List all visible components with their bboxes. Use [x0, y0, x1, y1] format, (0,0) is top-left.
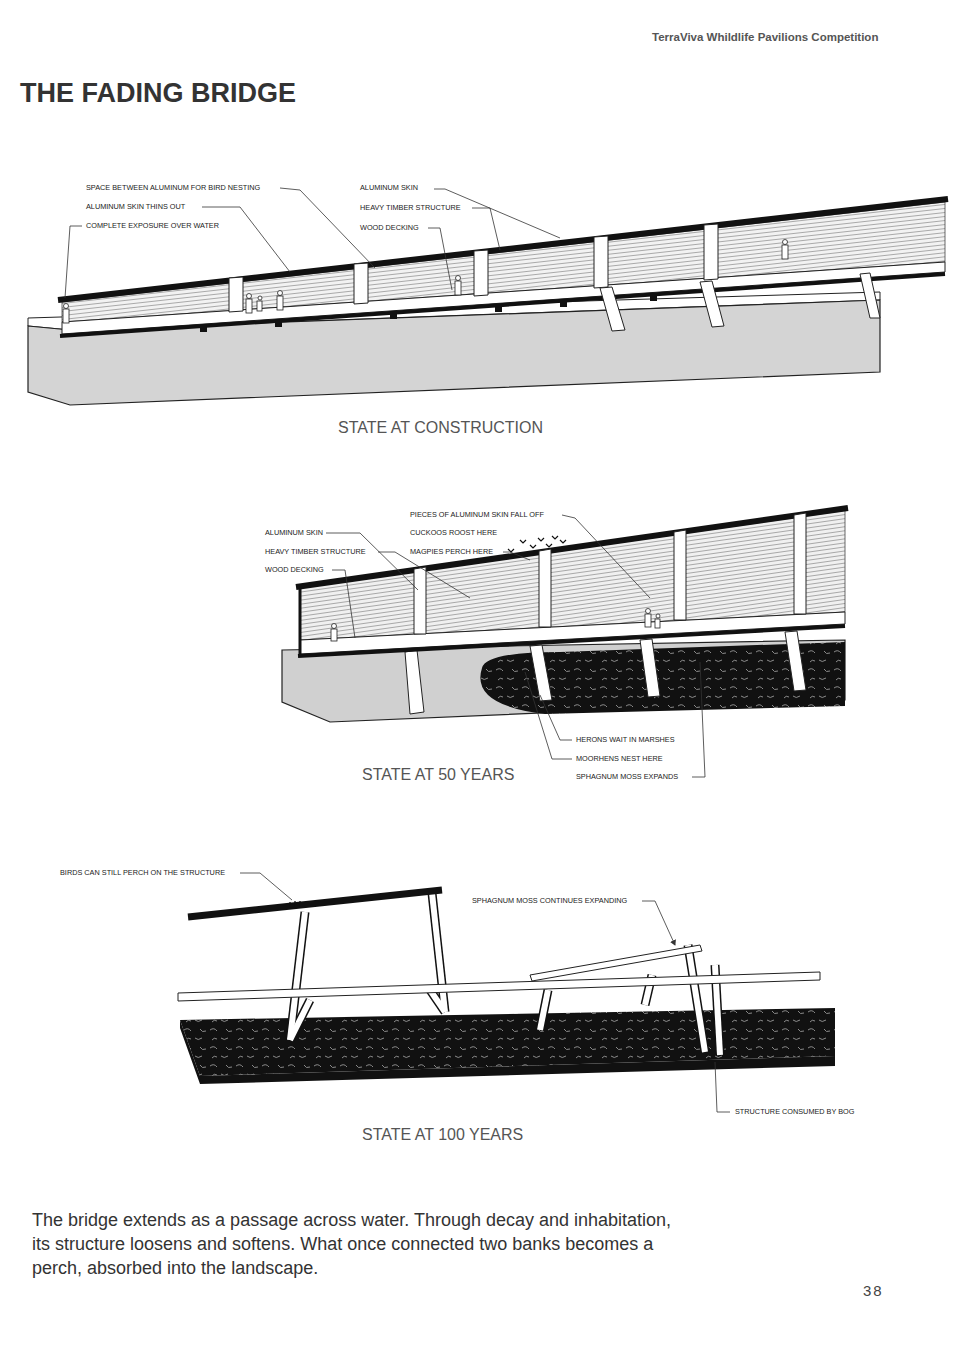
callout-label: CUCKOOS ROOST HERE — [410, 529, 497, 537]
page-number: 38 — [863, 1282, 884, 1299]
callout-label: HEAVY TIMBER STRUCTURE — [360, 204, 461, 212]
construction-state — [28, 199, 948, 405]
callout-label: PIECES OF ALUMINUM SKIN FALL OFF — [410, 511, 544, 519]
state-heading: STATE AT CONSTRUCTION — [338, 419, 543, 437]
callout-label: SPACE BETWEEN ALUMINUM FOR BIRD NESTING — [86, 184, 260, 192]
callout-label: HERONS WAIT IN MARSHES — [576, 736, 675, 744]
callout-label: WOOD DECKING — [265, 566, 324, 574]
caption-text: The bridge extends as a passage across w… — [32, 1208, 672, 1280]
fifty-year-state — [282, 508, 848, 722]
callout-label: MOORHENS NEST HERE — [576, 755, 663, 763]
callout-label: ALUMINUM SKIN THINS OUT — [86, 203, 185, 211]
callout-label: MAGPIES PERCH HERE — [410, 548, 493, 556]
callout-label: HEAVY TIMBER STRUCTURE — [265, 548, 366, 556]
callout-label: STRUCTURE CONSUMED BY BOG — [735, 1108, 854, 1116]
header-text: TerraViva Whildlife Pavilions Competitio… — [652, 31, 878, 44]
callout-label: BIRDS CAN STILL PERCH ON THE STRUCTURE — [60, 869, 225, 877]
state-heading: STATE AT 50 YEARS — [362, 766, 514, 784]
hundred-year-state — [178, 890, 835, 1084]
callout-label: COMPLETE EXPOSURE OVER WATER — [86, 222, 219, 230]
callout-label: SPHAGNUM MOSS CONTINUES EXPANDING — [472, 897, 627, 905]
page-title: THE FADING BRIDGE — [20, 78, 296, 109]
leader-lines — [65, 188, 730, 1112]
callout-label: ALUMINUM SKIN — [265, 529, 323, 537]
callout-label: WOOD DECKING — [360, 224, 419, 232]
callout-label: SPHAGNUM MOSS EXPANDS — [576, 773, 678, 781]
callout-label: ALUMINUM SKIN — [360, 184, 418, 192]
state-heading: STATE AT 100 YEARS — [362, 1126, 523, 1144]
